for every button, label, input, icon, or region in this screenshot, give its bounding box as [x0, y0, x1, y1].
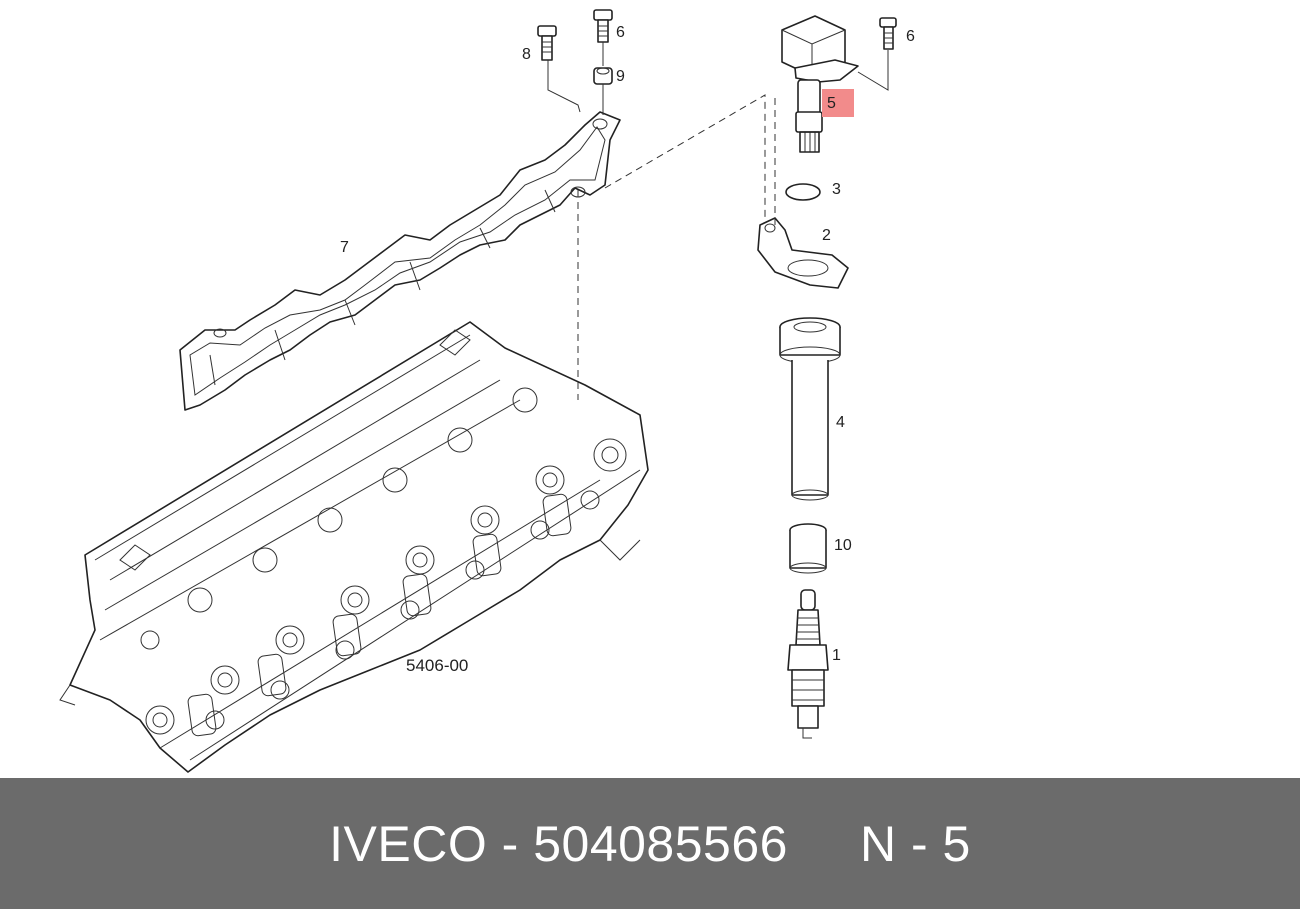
part-label-1: 1 — [832, 647, 841, 664]
part-label-10: 10 — [834, 537, 852, 554]
part-5-highlight — [822, 89, 854, 117]
gasket-drawing — [179, 111, 621, 411]
spark-plug-tube-drawing — [779, 317, 841, 501]
sleeve-drawing — [789, 523, 827, 574]
part-label-2: 2 — [822, 227, 831, 244]
screw-6-left-drawing — [593, 9, 613, 43]
screw-6-right-drawing — [879, 17, 897, 50]
parts-diagram: 8 6 9 6 5 3 2 7 4 10 1 5406-00 — [59, 9, 915, 773]
part-label-3: 3 — [832, 181, 841, 198]
head-bolt-bosses — [140, 387, 627, 735]
diagram-canvas: 8 6 9 6 5 3 2 7 4 10 1 5406-00 — [59, 9, 915, 773]
part-label-6-left: 6 — [616, 24, 625, 41]
caption-separator: - — [501, 815, 519, 872]
intake-ports — [187, 493, 572, 737]
spark-plug-drawing — [787, 589, 829, 739]
part-label-9: 9 — [616, 68, 625, 85]
part-label-5: 5 — [827, 95, 836, 112]
part-label-6-right: 6 — [906, 28, 915, 45]
cylinder-head-drawing — [59, 321, 649, 773]
footer-bar: IVECO - 504085566 N - 5 — [0, 778, 1300, 909]
part-number: 504085566 — [533, 815, 788, 872]
part-number-caption: IVECO - 504085566 N - 5 — [329, 815, 971, 873]
part-label-7: 7 — [340, 239, 349, 256]
ignition-coil-drawing — [781, 15, 859, 153]
drawing-number: 5406-00 — [406, 656, 468, 675]
brand-name: IVECO — [329, 815, 488, 872]
screw-8-drawing — [537, 25, 557, 61]
position-prefix: N — [859, 815, 897, 872]
circlip-drawing — [785, 183, 821, 201]
part-label-8: 8 — [522, 46, 531, 63]
nut-9-drawing — [593, 67, 613, 85]
coil-bracket-drawing — [757, 217, 849, 289]
caption-separator-2: - — [910, 815, 929, 872]
position-value: 5 — [942, 815, 971, 872]
leader-lines — [547, 42, 889, 400]
part-label-4: 4 — [836, 414, 845, 431]
